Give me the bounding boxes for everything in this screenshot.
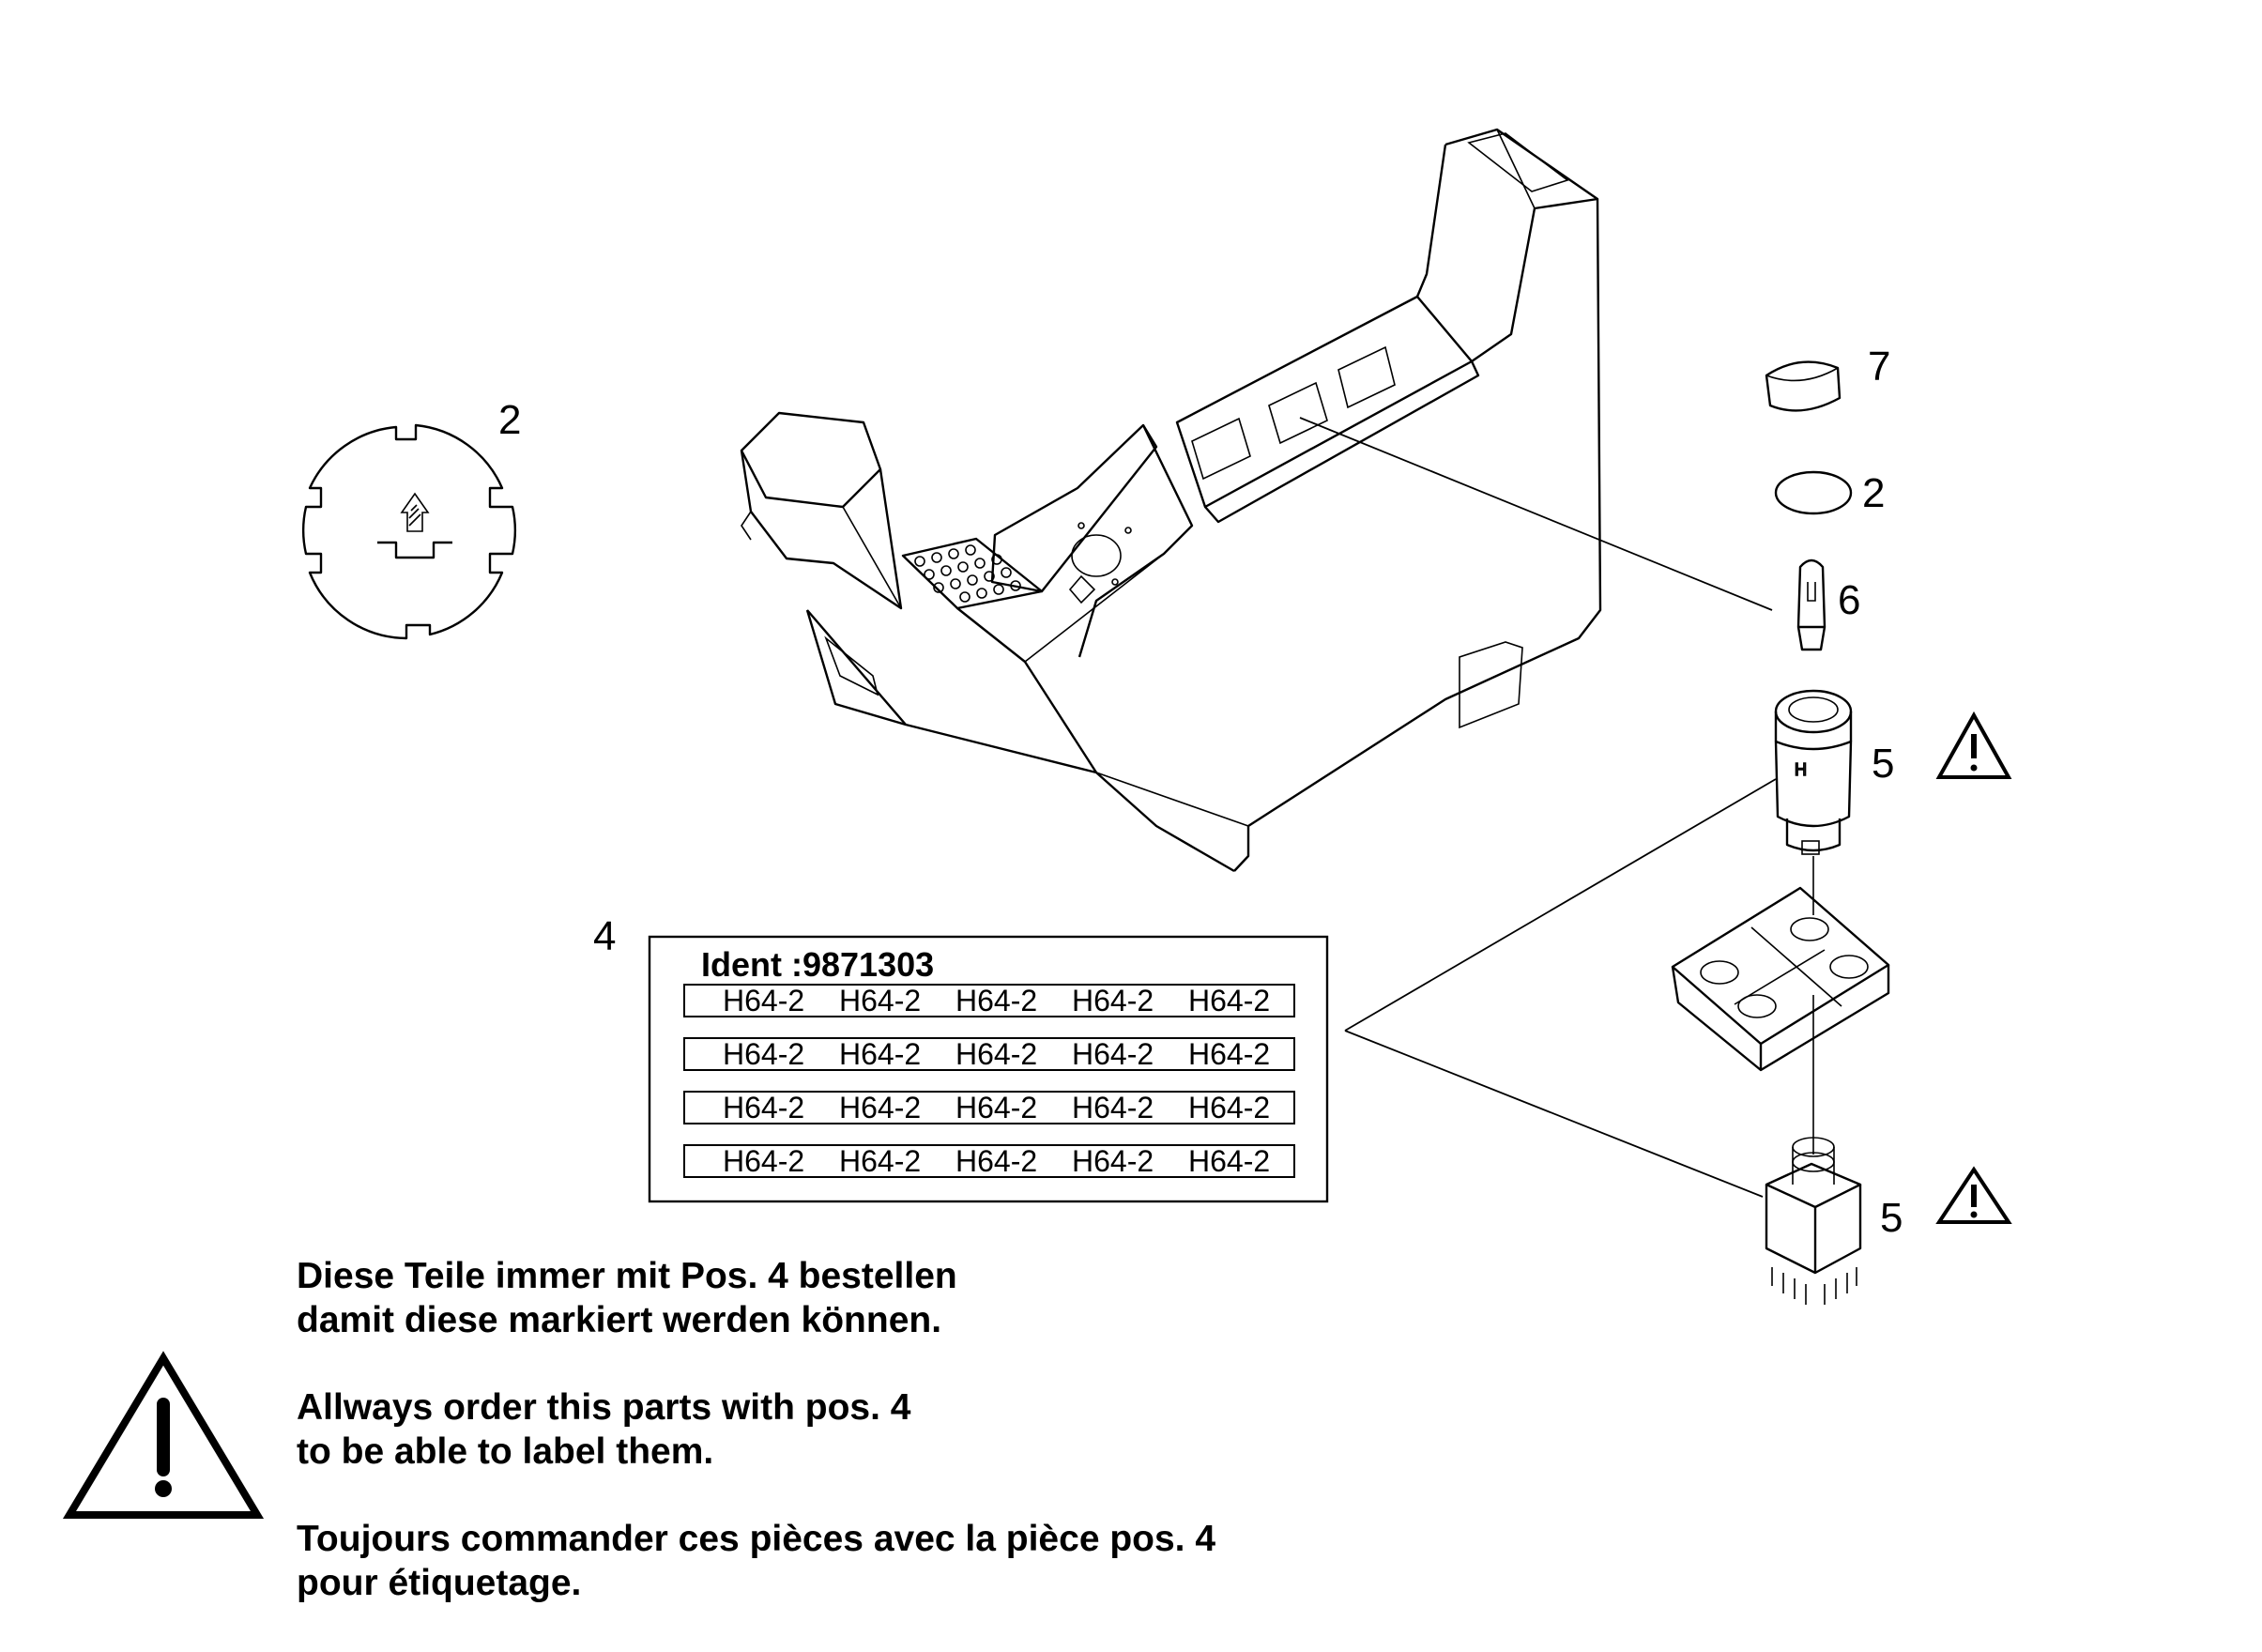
- label-cell: H64-2: [723, 984, 804, 1017]
- mounting-plate-part: [1671, 886, 1890, 1072]
- label-row: [683, 1091, 1295, 1124]
- note-german: Diese Teile immer mit Pos. 4 bestellen d…: [297, 1256, 957, 1340]
- callout-4: 4: [593, 913, 616, 959]
- push-switch-part: H: [1774, 689, 1853, 855]
- warning-triangle-icon: [1935, 1166, 2012, 1224]
- label-row: [683, 984, 1295, 1017]
- label-cell: H64-2: [723, 1037, 804, 1071]
- warning-triangle-icon: [1935, 711, 2012, 779]
- label-row: [683, 1037, 1295, 1071]
- callout-2-right: 2: [1862, 470, 1885, 516]
- o-ring-part: [1774, 470, 1853, 515]
- label-cell: H64-2: [1188, 1144, 1270, 1178]
- callout-5-top: 5: [1872, 741, 1894, 787]
- label-row: [683, 1144, 1295, 1178]
- label-cell: H64-2: [955, 1037, 1037, 1071]
- callout-6: 6: [1838, 577, 1860, 623]
- switch-block-part: [1765, 1137, 1862, 1305]
- ordering-notes: Diese Teile immer mit Pos. 4 bestellen d…: [297, 1254, 1423, 1648]
- label-cell: H64-2: [1072, 1144, 1154, 1178]
- label-cell: H64-2: [1072, 1091, 1154, 1124]
- label-sheet-ident: Ident :9871303: [701, 945, 934, 984]
- bulb-part: [1796, 558, 1826, 651]
- note-french: Toujours commander ces pièces avec la pi…: [297, 1519, 1216, 1603]
- callout-7: 7: [1868, 344, 1890, 390]
- label-cell: H64-2: [1072, 1037, 1154, 1071]
- label-cell: H64-2: [1188, 984, 1270, 1017]
- label-cell: H64-2: [1188, 1037, 1270, 1071]
- label-cell: H64-2: [955, 1091, 1037, 1124]
- leader-line-4: [1344, 778, 1777, 1198]
- label-cell: H64-2: [723, 1091, 804, 1124]
- leader-line-6: [1299, 417, 1773, 611]
- push-switch-marking: H: [1795, 760, 1807, 779]
- label-cell: H64-2: [839, 1037, 921, 1071]
- note-english: Allways order this parts with pos. 4 to …: [297, 1387, 911, 1472]
- label-cell: H64-2: [955, 984, 1037, 1017]
- center-console-part: [740, 128, 1602, 873]
- warning-triangle-icon: [62, 1351, 265, 1519]
- label-cell: H64-2: [1072, 984, 1154, 1017]
- label-cell: H64-2: [723, 1144, 804, 1178]
- label-cell: H64-2: [1188, 1091, 1270, 1124]
- label-cell: H64-2: [839, 1144, 921, 1178]
- plug-part: [1765, 360, 1842, 412]
- label-cell: H64-2: [839, 1091, 921, 1124]
- callout-5-bottom: 5: [1880, 1195, 1903, 1241]
- callout-2-left: 2: [498, 397, 521, 443]
- cap-disc-part: [301, 423, 517, 640]
- label-cell: H64-2: [955, 1144, 1037, 1178]
- label-cell: H64-2: [839, 984, 921, 1017]
